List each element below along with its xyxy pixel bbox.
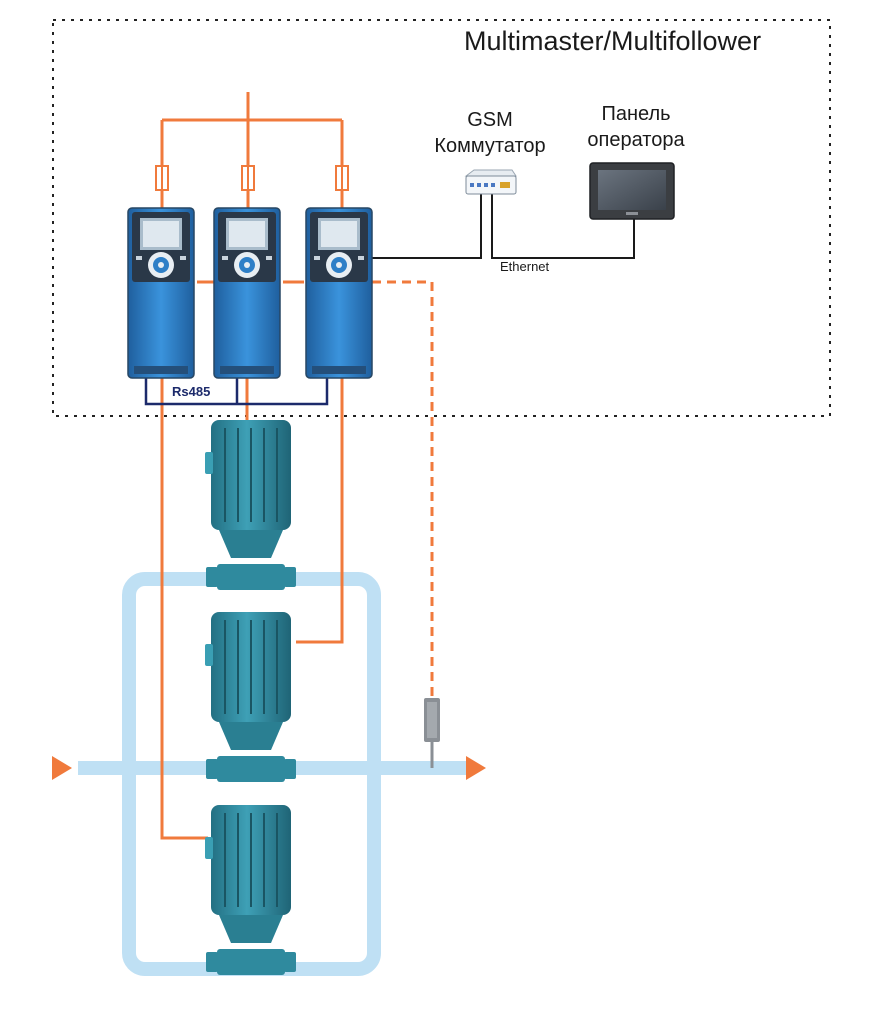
flow-in-arrow: [52, 756, 72, 780]
pump-motor-3: [204, 804, 297, 976]
fuse-3: [335, 165, 349, 191]
panel-label-line-2: оператора: [587, 129, 685, 151]
gsm-switch-label: GSM Коммутатор: [410, 107, 570, 159]
power-cables: [160, 92, 344, 840]
gsm-label-line-1: GSM: [467, 109, 513, 131]
operator-panel-label: Панель оператора: [566, 101, 706, 153]
network-switch-icon: [464, 169, 517, 195]
pressure-sensor-icon: [424, 698, 440, 768]
pump-motor-2: [204, 611, 297, 783]
panel-label-line-1: Панель: [601, 103, 671, 125]
fuse-2: [241, 165, 255, 191]
sensor-signal-cable: [372, 280, 434, 700]
frequency-converter-2: [213, 207, 281, 379]
page-title: Multimaster/Multifollower: [464, 26, 762, 56]
ethernet-label: Ethernet: [500, 259, 550, 274]
frequency-converter-3: [305, 207, 373, 379]
fuse-1: [155, 165, 169, 191]
pump-motor-1: [204, 419, 297, 591]
ethernet-cables: [372, 194, 635, 259]
multimaster-boundary: [52, 19, 831, 417]
gsm-label-line-2: Коммутатор: [434, 135, 546, 157]
rs485-label: Rs485: [172, 384, 211, 399]
operator-panel-icon: [589, 162, 675, 220]
frequency-converter-1: [127, 207, 195, 379]
flow-out-arrow: [466, 756, 486, 780]
